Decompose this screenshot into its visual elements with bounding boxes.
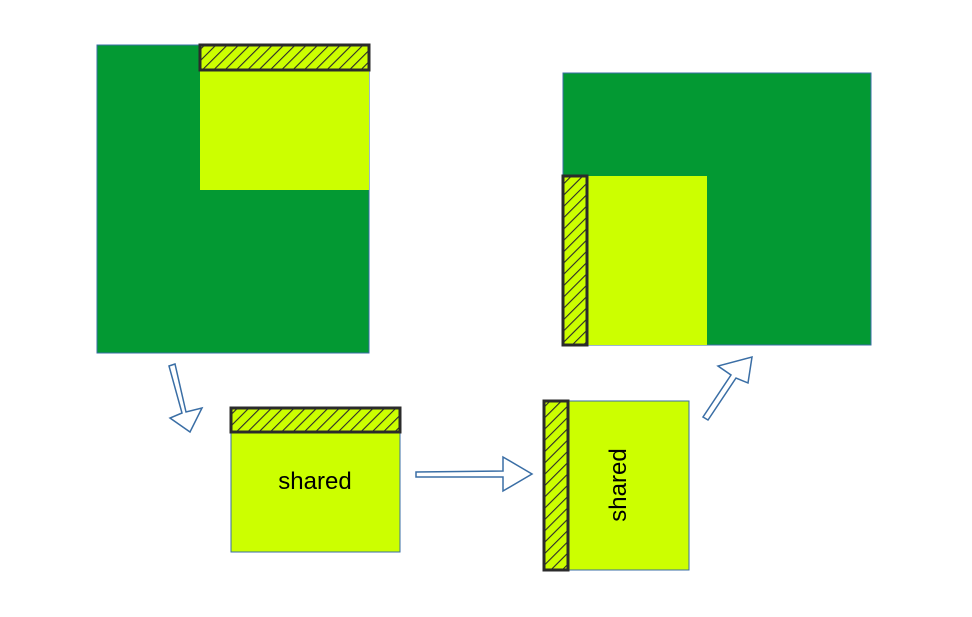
shared-block-vertical: shared (542, 399, 690, 572)
shared-block-vertical-body (567, 400, 690, 571)
source-hatched-strip (198, 43, 371, 72)
shared-label-vertical: shared (605, 448, 632, 521)
arrow-up-right-shape (701, 355, 753, 422)
shared-block-horizontal-hatch (229, 406, 402, 434)
shared-block-horizontal: shared (229, 406, 402, 553)
source-shared-block (200, 70, 369, 190)
shared-block-vertical-hatch (542, 399, 570, 572)
target-hatched-strip (561, 174, 589, 347)
arrow-right (415, 455, 534, 493)
arrow-up-right (701, 355, 753, 422)
arrow-down-right (168, 363, 204, 434)
target-shared-block (587, 176, 707, 345)
source-matrix (96, 43, 371, 354)
arrow-down-right-shape (168, 363, 204, 434)
shared-label-horizontal: shared (278, 468, 351, 495)
target-matrix (561, 72, 872, 347)
arrow-right-shape (415, 455, 534, 493)
shared-block-horizontal-body (230, 431, 401, 553)
